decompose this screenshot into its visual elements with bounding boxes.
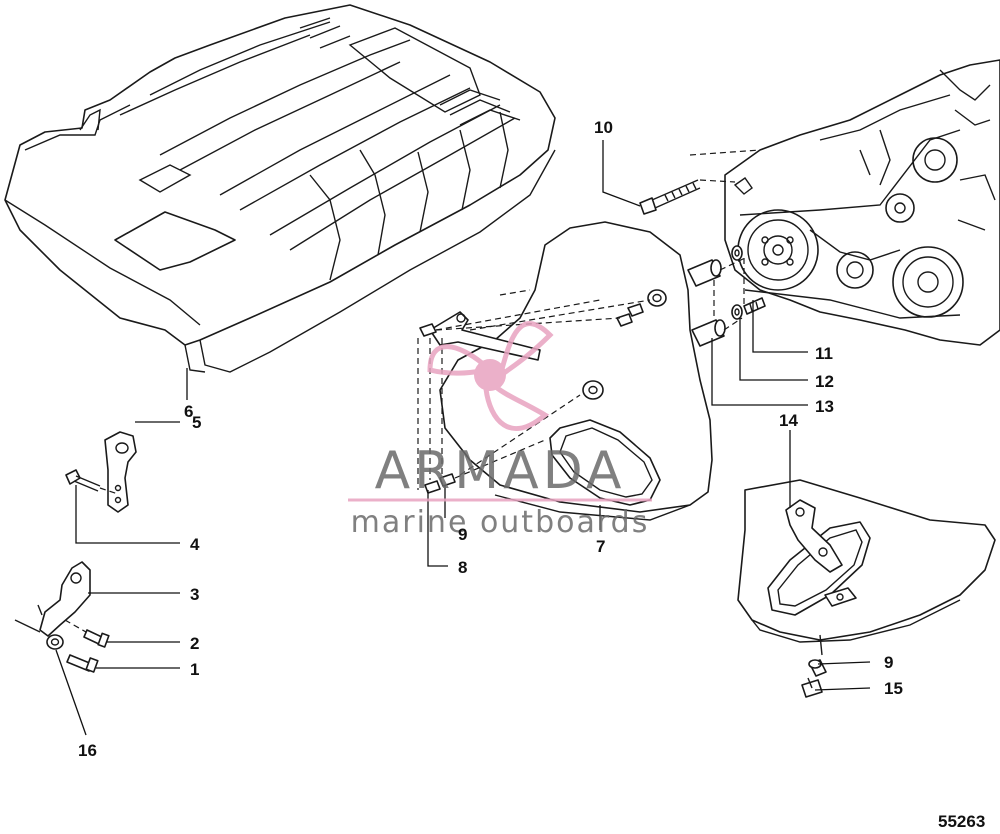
callout-1: 1: [190, 660, 199, 679]
bolt-part-1: [66, 654, 99, 673]
spacer-upper-part: [687, 259, 722, 287]
spacer-lower-part: [691, 319, 726, 347]
washer-lower-part: [731, 304, 743, 320]
callout-5: 5: [192, 413, 201, 432]
guard-mount-bracket: [429, 311, 541, 361]
belt-guard-part: [439, 221, 713, 521]
callouts: 6 5 4 3 2 1 16 10 11 12 13 7 8 9 14 9 15: [78, 118, 903, 760]
washer-part: [46, 634, 64, 650]
propeller-logo-icon: [427, 321, 554, 431]
callout-15: 15: [884, 679, 903, 698]
callout-13: 13: [815, 397, 834, 416]
callout-4: 4: [190, 535, 200, 554]
watermark-brand: ARMADA: [375, 441, 626, 501]
spacer-small-part: [808, 659, 827, 677]
callout-10: 10: [594, 118, 613, 137]
callout-6: 6: [184, 402, 193, 421]
watermark: ARMADA marine outboards: [348, 321, 652, 540]
lower-belt-guard-part: [737, 479, 996, 656]
stud-part: [743, 297, 766, 315]
callout-9-lower: 9: [884, 653, 893, 672]
engine-cover-part: [4, 4, 556, 373]
engine-front-part: [689, 59, 1000, 346]
callout-3: 3: [190, 585, 199, 604]
callout-7: 7: [596, 537, 605, 556]
guard-fasteners: [417, 289, 651, 494]
watermark-tagline: marine outboards: [351, 505, 650, 540]
long-bolt-part: [639, 179, 701, 215]
bolt-part-2: [64, 619, 110, 648]
callout-12: 12: [815, 372, 834, 391]
callout-2: 2: [190, 634, 199, 653]
callout-11: 11: [815, 344, 833, 363]
callout-14: 14: [779, 411, 798, 430]
lower-bracket-part: [14, 561, 91, 637]
leader-lines: [55, 140, 871, 736]
reference-number: 55263: [938, 812, 985, 831]
callout-8: 8: [458, 558, 467, 577]
bolt-part: [65, 469, 119, 495]
flange-bolt-part: [801, 677, 823, 698]
callout-16: 16: [78, 741, 97, 760]
washer-upper-part: [731, 245, 743, 261]
spacer-dashes: [713, 257, 746, 331]
callout-9-upper: 9: [458, 525, 467, 544]
upper-bracket-part: [104, 431, 137, 513]
